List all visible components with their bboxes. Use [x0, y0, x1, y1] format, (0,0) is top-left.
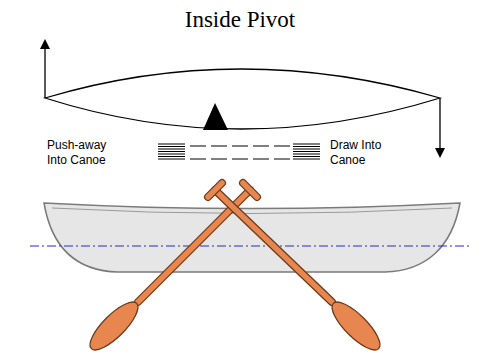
paddle [208, 183, 386, 356]
bow-arrow [44, 44, 45, 98]
diagram-title: Inside Pivot [0, 7, 480, 33]
waterline [30, 245, 470, 246]
paddle-hatch-right [293, 144, 320, 159]
stroke-label: Draw Into Canoe [330, 138, 402, 168]
stern-arrow [439, 98, 440, 153]
paddle-hatch-left [158, 144, 185, 159]
stroke-label: Push-away Into Canoe [47, 138, 127, 168]
canoe-top-view [45, 69, 440, 129]
dashed-paths [190, 146, 290, 159]
gunwale [52, 208, 452, 214]
canoe-side-view [44, 203, 460, 272]
pivot-triangle [203, 103, 228, 130]
